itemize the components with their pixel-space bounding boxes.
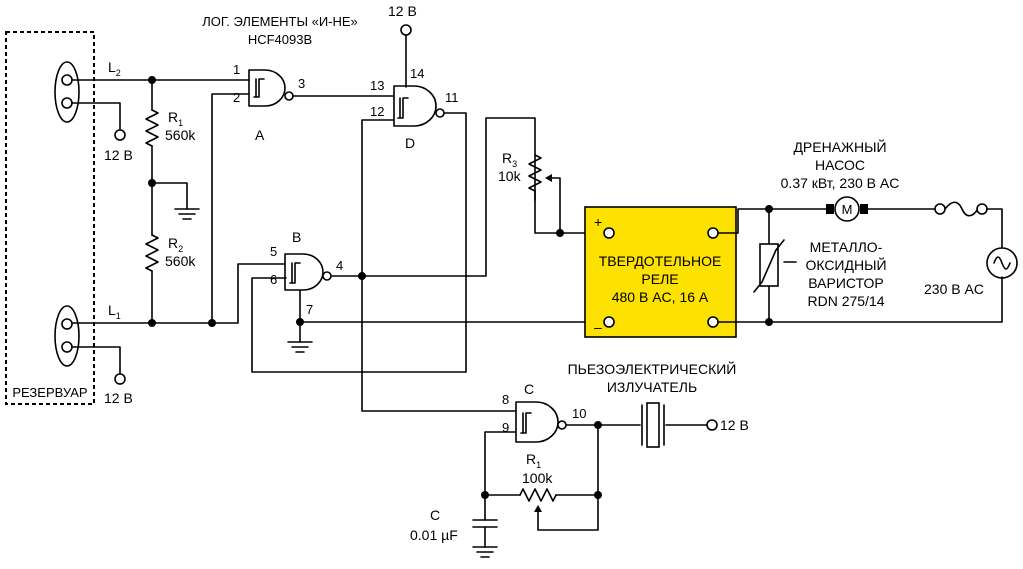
title-line1: ЛОГ. ЭЛЕМЕНТЫ «И-НЕ» xyxy=(202,14,358,29)
svg-text:10: 10 xyxy=(572,406,586,421)
svg-text:C: C xyxy=(430,507,440,523)
terminal-12v-top xyxy=(400,24,412,36)
piezo-emitter xyxy=(641,402,665,448)
title-line2: HCF4093B xyxy=(248,32,312,47)
ac-source xyxy=(986,247,1018,279)
gate-b xyxy=(284,253,332,291)
resistor-r1-feedback xyxy=(519,488,557,502)
relay-terminal-plus xyxy=(603,227,615,239)
svg-text:НАСОС: НАСОС xyxy=(815,157,865,173)
svg-text:ВАРИСТОР: ВАРИСТОР xyxy=(808,275,883,291)
svg-text:6: 6 xyxy=(270,272,277,287)
pump-motor xyxy=(826,196,868,222)
resistor-r1 xyxy=(145,109,159,147)
gate-a xyxy=(248,69,294,107)
fuse xyxy=(944,201,979,217)
terminal-12v-piezo xyxy=(706,419,718,431)
terminal-12v-l2 xyxy=(114,129,126,141)
svg-text:0.37 кВт, 230 В AC: 0.37 кВт, 230 В AC xyxy=(781,175,900,191)
wire-l1 xyxy=(71,93,249,324)
svg-text:13: 13 xyxy=(370,78,384,93)
svg-text:ОКСИДНЫЙ: ОКСИДНЫЙ xyxy=(805,256,886,273)
svg-text:R1: R1 xyxy=(168,109,183,128)
svg-text:7: 7 xyxy=(306,302,313,317)
svg-text:ПЬЕЗОЭЛЕКТРИЧЕСКИЙ: ПЬЕЗОЭЛЕКТРИЧЕСКИЙ xyxy=(568,360,737,377)
svg-text:–: – xyxy=(594,319,602,335)
relay-terminal-out2 xyxy=(707,316,719,328)
l2-label: L2 xyxy=(108,59,121,78)
probe-l1 xyxy=(54,305,80,367)
svg-text:11: 11 xyxy=(445,90,459,105)
reservoir-label: РЕЗЕРВУАР xyxy=(12,385,87,400)
relay-terminal-out1 xyxy=(707,227,719,239)
ground-symbol-b xyxy=(287,341,313,353)
svg-text:12: 12 xyxy=(370,104,384,119)
svg-text:9: 9 xyxy=(502,420,509,435)
supply-l1-label: 12 В xyxy=(104,390,133,406)
svg-text:ИЗЛУЧАТЕЛЬ: ИЗЛУЧАТЕЛЬ xyxy=(607,379,697,395)
supply-top-label: 12 В xyxy=(388,3,417,19)
capacitor-c xyxy=(472,519,498,528)
svg-text:10k: 10k xyxy=(498,168,522,184)
svg-text:МЕТАЛЛО-: МЕТАЛЛО- xyxy=(810,239,883,255)
gate-c xyxy=(515,401,567,443)
mains-label: 230 В AC xyxy=(924,281,984,297)
relay-line2: РЕЛЕ xyxy=(641,271,678,287)
gate-b-label: B xyxy=(292,229,301,245)
terminal-12v-l1 xyxy=(114,373,126,385)
gate-d xyxy=(393,85,445,127)
resistor-r2 xyxy=(145,234,159,272)
svg-text:14: 14 xyxy=(410,66,424,81)
ground-symbol-c xyxy=(472,546,498,558)
resistor-r3 xyxy=(528,154,542,192)
svg-text:8: 8 xyxy=(502,392,509,407)
svg-text:5: 5 xyxy=(270,244,277,259)
svg-text:560k: 560k xyxy=(165,253,196,269)
svg-text:R2: R2 xyxy=(168,235,183,254)
varistor xyxy=(753,239,785,293)
svg-text:1: 1 xyxy=(233,62,240,77)
l1-label: L1 xyxy=(108,302,121,321)
reservoir-box xyxy=(5,31,95,405)
svg-text:R1: R1 xyxy=(526,451,541,470)
svg-text:R3: R3 xyxy=(502,150,517,169)
gate-d-label: D xyxy=(405,135,415,151)
svg-text:ДРЕНАЖНЫЙ: ДРЕНАЖНЫЙ xyxy=(793,138,886,155)
relay-line1: ТВЕРДОТЕЛЬНОЕ xyxy=(599,253,722,269)
supply-l2-label: 12 В xyxy=(104,147,133,163)
svg-text:12 В: 12 В xyxy=(720,417,749,433)
svg-text:+: + xyxy=(594,214,602,230)
pump-symbol: M xyxy=(842,202,853,217)
gate-c-label: C xyxy=(524,381,534,397)
svg-text:100k: 100k xyxy=(522,470,553,486)
ground-symbol-mid xyxy=(174,208,200,220)
svg-text:4: 4 xyxy=(336,258,343,273)
relay-terminal-minus xyxy=(603,316,615,328)
svg-text:2: 2 xyxy=(233,90,240,105)
relay-line3: 480 В AC, 16 А xyxy=(612,289,709,305)
gate-a-label: A xyxy=(255,127,265,143)
svg-text:560k: 560k xyxy=(165,127,196,143)
svg-text:3: 3 xyxy=(298,76,305,91)
svg-text:RDN 275/14: RDN 275/14 xyxy=(807,293,884,309)
probe-l2 xyxy=(54,61,80,123)
svg-text:0.01 µF: 0.01 µF xyxy=(410,527,458,543)
